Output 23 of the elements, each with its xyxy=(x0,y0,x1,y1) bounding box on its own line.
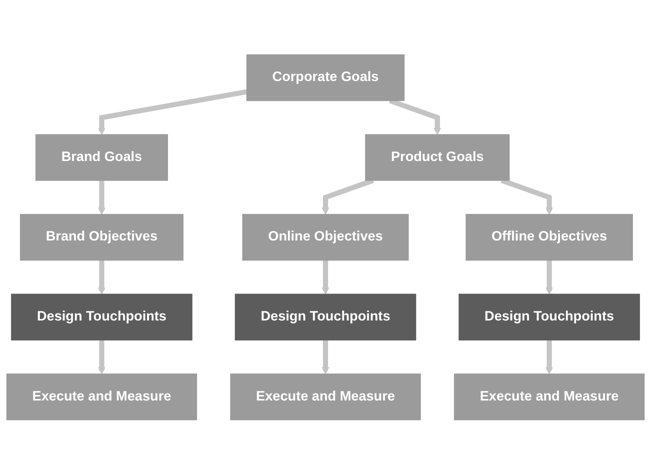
flowchart-drawing: Corporate Goals Brand Goals Product Goals Brand Objectives Online Objectives Offline Objectives Design Touchpoints Design Touchpoints Design Touchpoints Execute and Measure Execute and Measure Execute and Measure xyxy=(0,48,651,427)
arrow xyxy=(500,178,554,215)
node-box xyxy=(35,134,168,182)
node-box xyxy=(466,214,633,261)
arrow xyxy=(98,340,106,374)
node-box xyxy=(234,294,416,341)
node-box xyxy=(458,294,640,341)
arrow xyxy=(546,260,554,295)
arrow xyxy=(98,260,106,295)
arrow xyxy=(322,178,374,215)
node-box xyxy=(11,294,192,341)
node-box xyxy=(6,374,198,420)
arrow xyxy=(98,180,106,215)
arrow xyxy=(98,89,248,136)
node-box xyxy=(230,374,421,420)
node-box xyxy=(242,214,409,261)
arrow xyxy=(546,340,554,374)
arrow xyxy=(322,260,330,295)
node-box xyxy=(365,134,510,182)
arrow xyxy=(322,340,330,374)
node-box xyxy=(246,54,405,102)
node-box xyxy=(454,374,645,420)
node-box xyxy=(20,214,184,261)
